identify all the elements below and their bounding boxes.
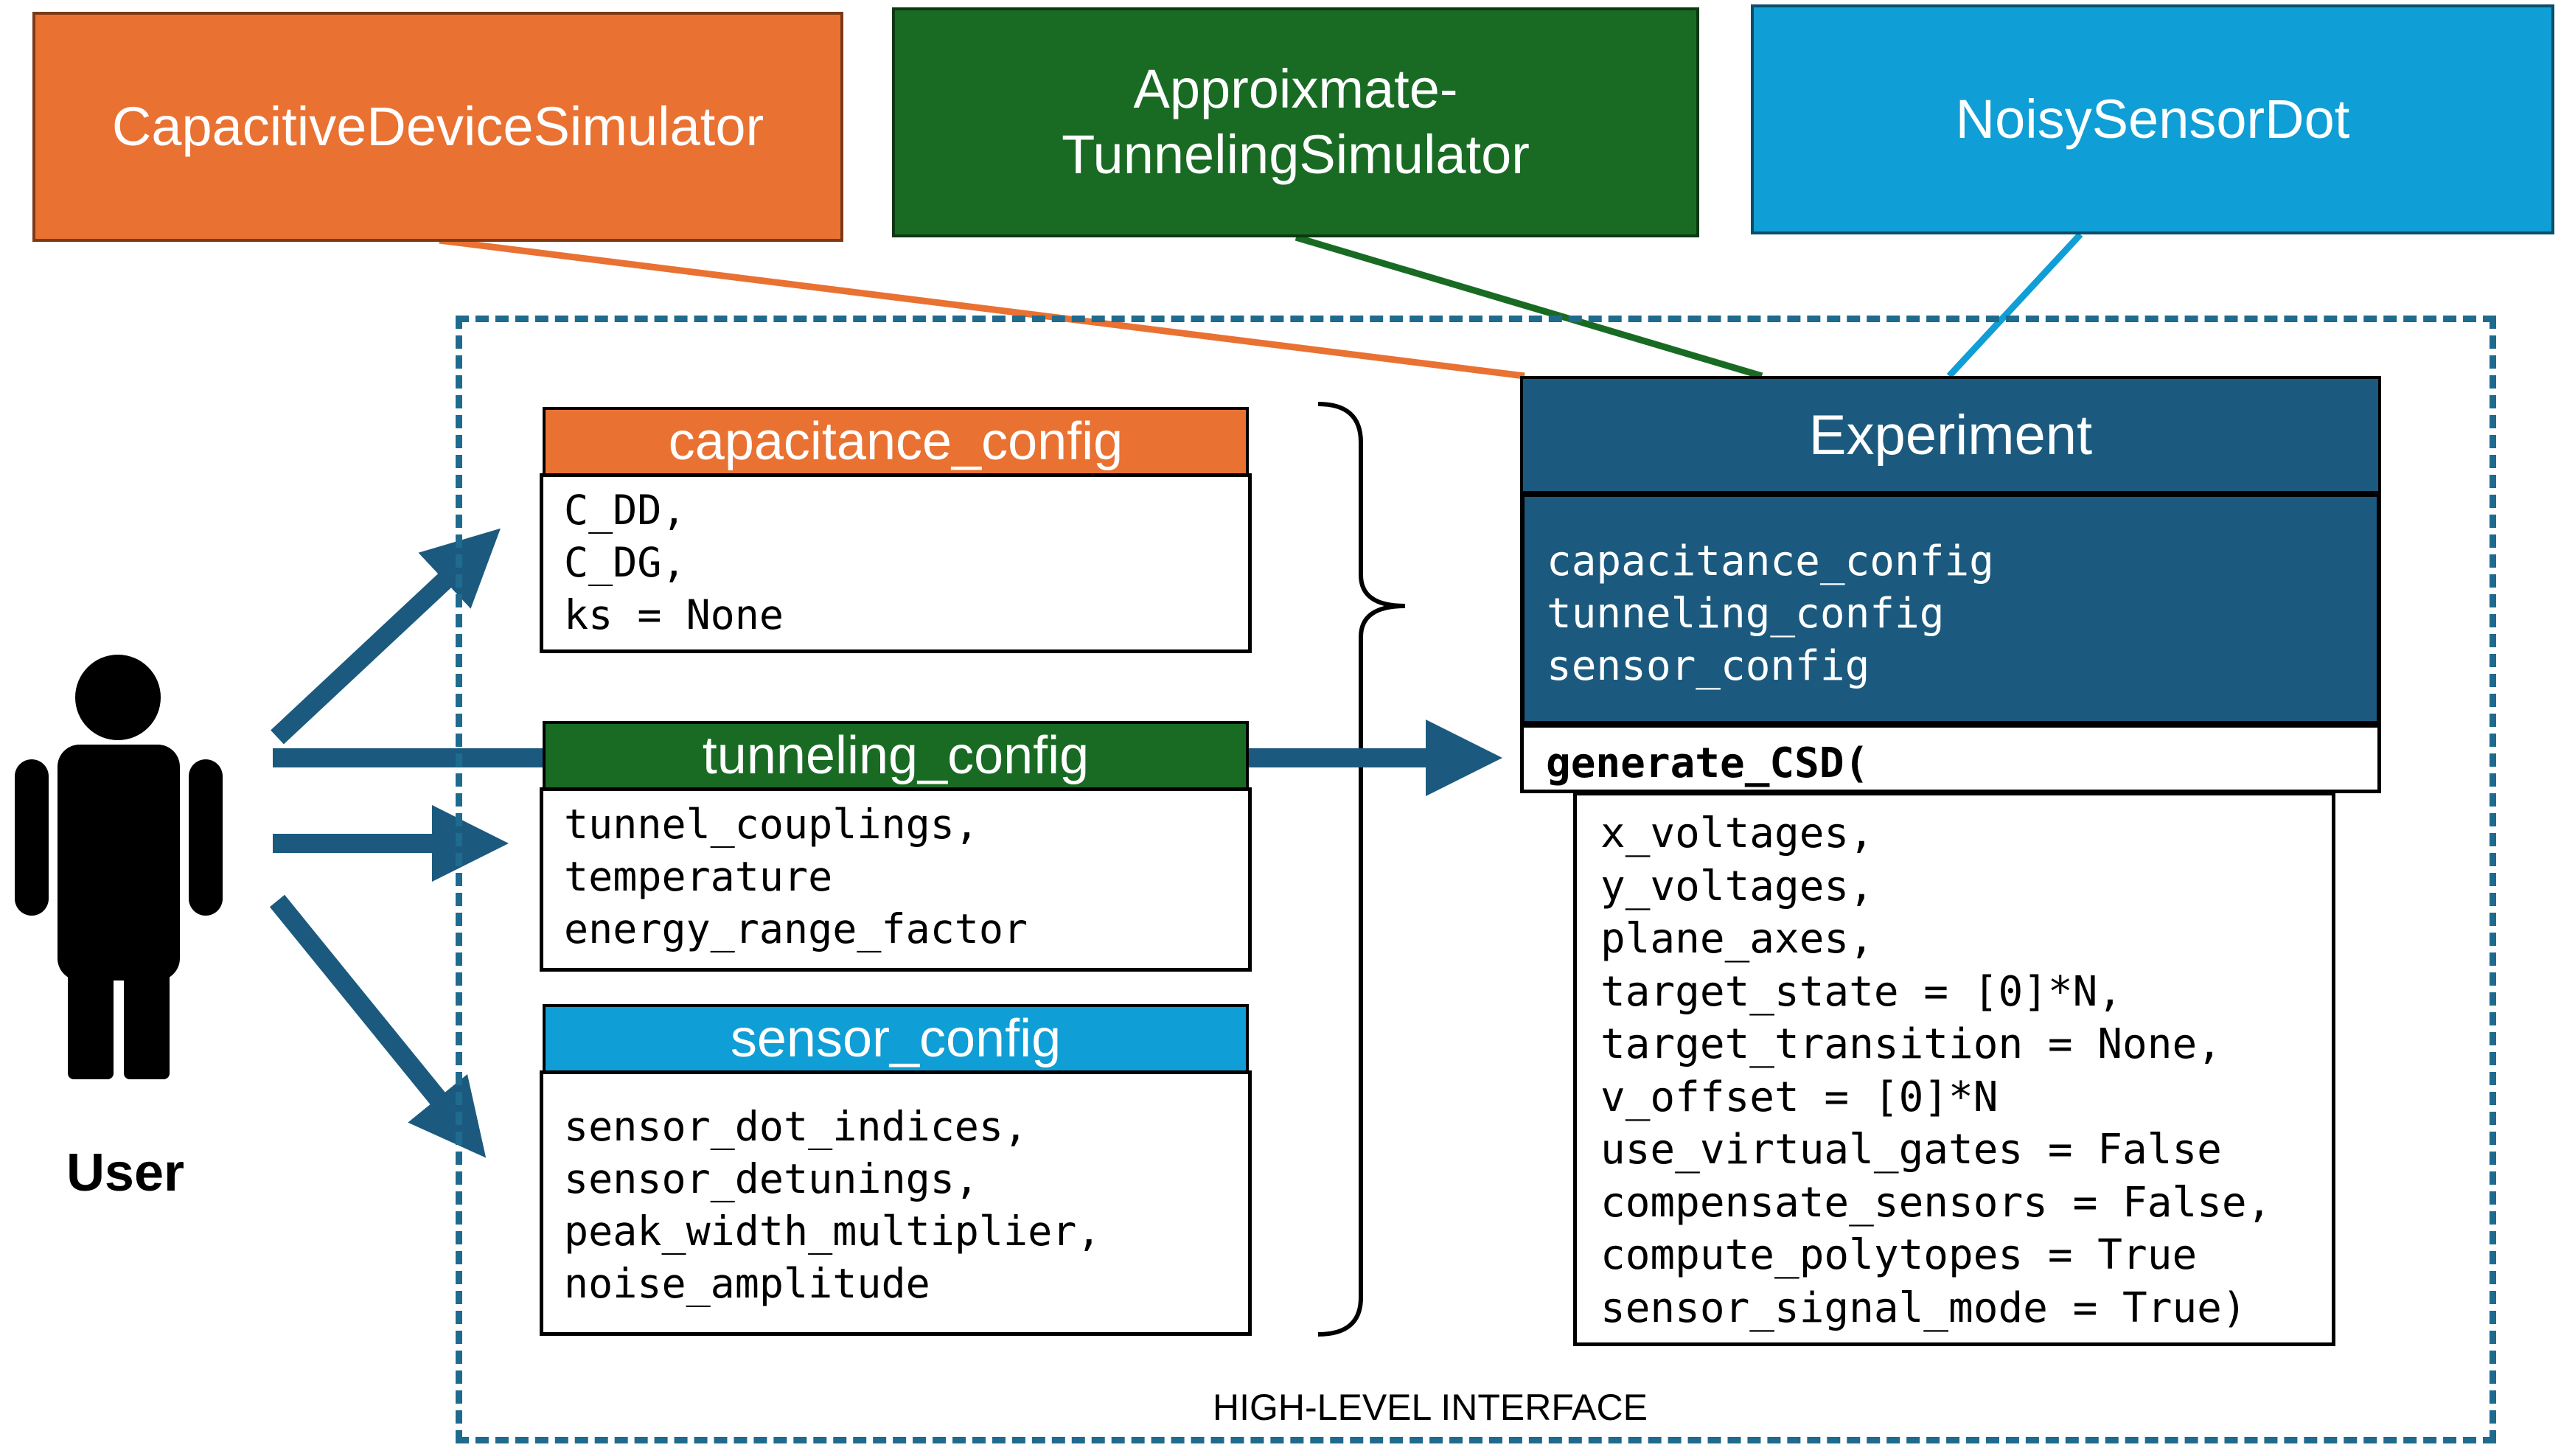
experiment-title: Experiment — [1808, 403, 2093, 467]
tunneling-config-header: tunneling_config — [543, 721, 1249, 790]
attribute-line: tunneling_config — [1547, 590, 1945, 638]
capacitive-simulator-label: CapacitiveDeviceSimulator — [111, 95, 764, 157]
tunneling-config-params: tunnel_couplings, temperature energy_range… — [540, 787, 1252, 972]
tunneling-simulator-label-line2: TunnelingSimulator — [1062, 124, 1530, 185]
param-line: tunnel_couplings, — [564, 801, 979, 848]
arg-line: v_offset = [0]*N — [1600, 1073, 1999, 1121]
arrow-to-sensor — [269, 894, 487, 1158]
capacitance-config-title: capacitance_config — [668, 412, 1123, 471]
arg-line: compute_polytopes = True — [1600, 1231, 2198, 1279]
arg-line: plane_axes, — [1600, 915, 1874, 963]
user-icon — [15, 655, 223, 1079]
tunneling-simulator-box: Approixmate- TunnelingSimulator — [892, 7, 1699, 237]
generate-csd-args: x_voltages,y_voltages,plane_axes,target_… — [1573, 792, 2335, 1346]
param-line: energy_range_factor — [564, 905, 1028, 952]
param-line: C_DD, — [564, 487, 686, 534]
tunneling-config-title: tunneling_config — [702, 726, 1090, 785]
sensor-link-line — [1946, 231, 2083, 379]
sensor-config-header: sensor_config — [543, 1004, 1249, 1073]
param-line: temperature — [564, 853, 833, 900]
arg-line: x_voltages, — [1600, 809, 1874, 857]
arrow-to-capacitance — [271, 528, 501, 745]
tunneling-simulator-label-line1: Approixmate- — [1133, 58, 1458, 120]
sensor-config-title: sensor_config — [730, 1009, 1062, 1068]
arg-line: target_transition = None, — [1600, 1020, 2222, 1068]
arg-line: sensor_signal_mode = True) — [1600, 1283, 2247, 1332]
capacitive-link-line — [439, 237, 1525, 380]
arg-line: compensate_sensors = False, — [1600, 1178, 2272, 1227]
user-label: User — [66, 1143, 185, 1202]
param-line: C_DG, — [564, 539, 686, 586]
attribute-line: sensor_config — [1547, 642, 1870, 690]
high-level-interface-frame — [456, 316, 2496, 1443]
arg-line: target_state = [0]*N, — [1600, 967, 2123, 1016]
interface-label: HIGH-LEVEL INTERFACE — [1213, 1387, 1648, 1428]
config-brace — [1317, 402, 1406, 1337]
param-line: sensor_detunings, — [564, 1155, 979, 1202]
param-line: sensor_dot_indices, — [564, 1103, 1028, 1150]
capacitance-config-params: C_DD, C_DG,ks = None — [540, 473, 1252, 653]
sensor-simulator-label: NoisySensorDot — [1955, 88, 2350, 150]
noisy-sensor-dot-box: NoisySensorDot — [1751, 4, 2554, 234]
generate-csd-method: generate_CSD( — [1520, 724, 2381, 793]
tunneling-link-line — [1295, 234, 1763, 380]
param-line: ks = None — [564, 591, 784, 638]
attribute-line: capacitance_config — [1547, 537, 1994, 585]
param-line: peak_width_multiplier, — [564, 1208, 1101, 1255]
method-signature: generate_CSD( — [1546, 739, 1870, 787]
arg-line: use_virtual_gates = False — [1600, 1126, 2222, 1174]
sensor-config-params: sensor_dot_indices, sensor_detunings,peak… — [540, 1070, 1252, 1336]
arg-line: y_voltages, — [1600, 862, 1874, 910]
experiment-header: Experiment — [1520, 376, 2381, 494]
param-line: noise_amplitude — [564, 1260, 930, 1307]
capacitive-device-simulator-box: CapacitiveDeviceSimulator — [32, 12, 843, 242]
capacitance-config-header: capacitance_config — [543, 407, 1249, 476]
